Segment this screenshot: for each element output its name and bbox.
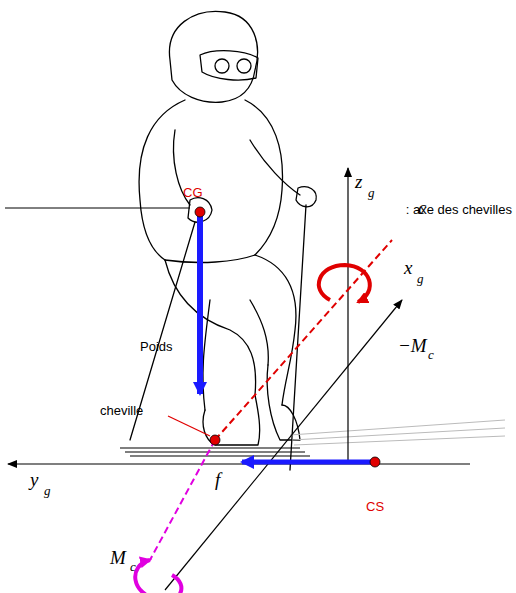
axis-subscript: g — [368, 186, 375, 199]
axis-note: : axe des chevilles — [406, 203, 512, 216]
axis-subscript: g — [44, 484, 51, 497]
point-label: CG — [183, 186, 203, 199]
moment-subscript: c⃗ — [428, 348, 444, 361]
axis-subscript: g — [417, 272, 424, 285]
force-label: Poids — [140, 340, 173, 353]
part-label: cheville — [100, 404, 143, 417]
axis-label: x⃗ — [404, 258, 427, 277]
moment-label: M — [110, 548, 126, 567]
moment-label: −M — [398, 336, 427, 355]
force-label: f⃗ — [215, 470, 235, 489]
point-label: CS — [366, 500, 384, 513]
moment-subscript: c⃗ — [130, 560, 146, 573]
